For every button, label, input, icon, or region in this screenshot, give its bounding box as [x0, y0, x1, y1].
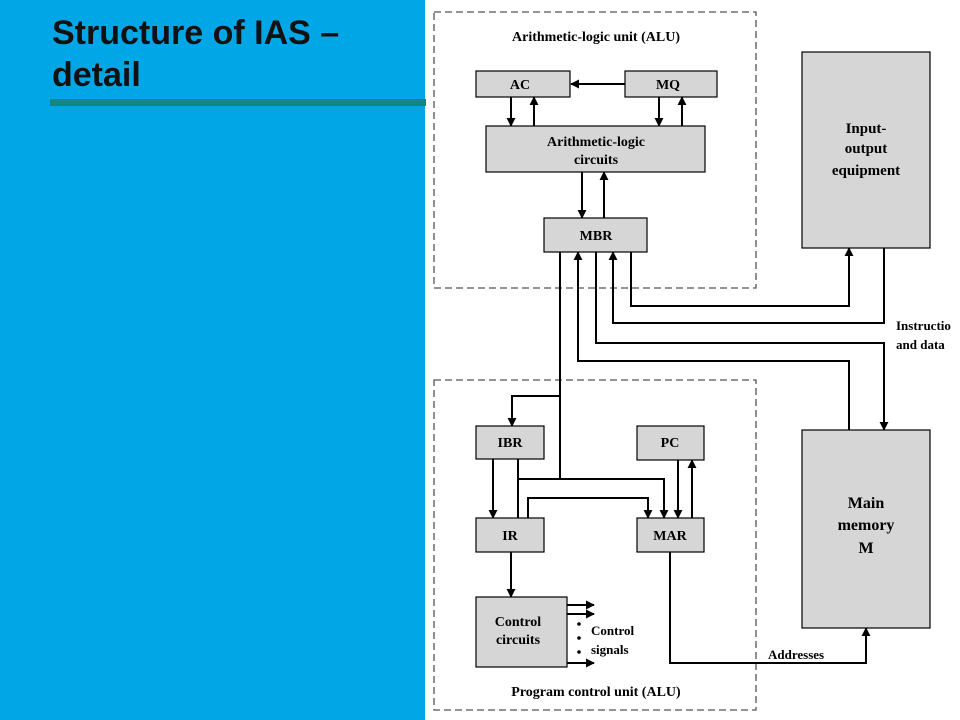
ibr-label: IBR — [498, 436, 524, 451]
connector-lines — [488, 79, 889, 668]
ias-structure-diagram: Arithmetic-logic unit (ALU) Program cont… — [433, 11, 951, 711]
program-control-unit-boundary — [433, 379, 757, 711]
instructions-label-line1: Instructio — [896, 318, 951, 333]
io-label-line3: equipment — [832, 163, 900, 179]
mar-label: MAR — [653, 529, 687, 544]
control-signals-label-line1: Control — [591, 623, 634, 638]
mbr-to-memory-arrow — [595, 252, 889, 431]
control-circuits-label-line1: Control — [495, 615, 542, 630]
mq-register — [624, 70, 718, 98]
arithmetic-logic-circuits — [485, 125, 706, 173]
mar-register — [636, 517, 705, 553]
alc-label-line1: Arithmetic-logic — [547, 135, 645, 150]
control-circuits-label-line2: circuits — [496, 633, 541, 648]
ac-label: AC — [510, 78, 530, 93]
addresses-label: Addresses — [768, 647, 824, 662]
mar-to-memory-arrow — [669, 552, 871, 664]
ibr-register — [475, 425, 545, 460]
mbr-to-ibr-arrow — [507, 252, 561, 427]
title-panel — [0, 0, 425, 720]
pcu-label: Program control unit (ALU) — [511, 685, 681, 700]
alu-label: Arithmetic-logic unit (ALU) — [512, 30, 680, 45]
mbr-to-io-arrow — [630, 247, 854, 307]
control-signal-dots — [577, 622, 581, 654]
alc-label-line2: circuits — [574, 153, 619, 168]
memory-label-line1: Main — [848, 495, 885, 512]
slide-title: Structure of IAS – detail — [52, 14, 340, 94]
mbr-label: MBR — [580, 229, 614, 244]
io-label-line1: Input- — [846, 121, 887, 137]
pc-register — [636, 425, 705, 461]
mq-label: MQ — [656, 78, 680, 93]
ac-register — [475, 70, 571, 98]
instructions-label-line2: and data — [896, 337, 945, 352]
ir-label: IR — [502, 529, 518, 544]
control-circuits — [475, 596, 568, 668]
pc-label: PC — [661, 436, 680, 451]
io-label-line2: output — [845, 141, 888, 157]
ir-register — [475, 517, 545, 553]
memory-label-line3: M — [858, 540, 873, 557]
mbr-register — [543, 217, 648, 253]
control-signals-label-line2: signals — [591, 642, 629, 657]
title-underline — [50, 99, 426, 106]
io-equipment — [801, 51, 931, 249]
memory-label-line2: memory — [838, 517, 895, 534]
mbr-to-mar-arrow — [560, 478, 669, 519]
main-memory — [801, 429, 931, 629]
ibr-to-mar-arrow — [527, 497, 653, 519]
memory-to-mbr-arrow — [573, 251, 850, 430]
io-to-mbr-arrow — [608, 248, 885, 324]
